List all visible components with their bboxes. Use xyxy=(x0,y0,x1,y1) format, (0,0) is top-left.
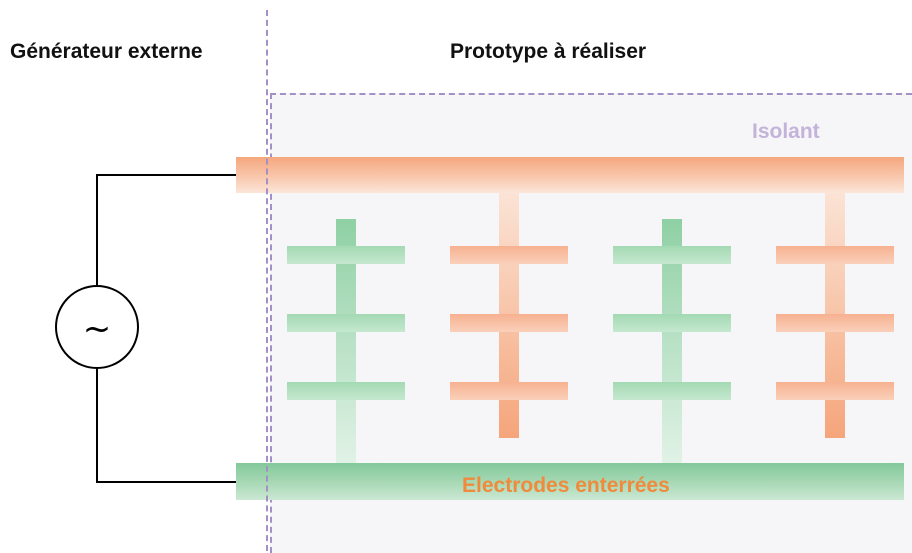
generator-circuit: ~ xyxy=(55,174,236,483)
green-electrode-stem-1 xyxy=(336,219,356,463)
green-finger xyxy=(287,382,405,400)
bottom-electrode-bus xyxy=(236,463,904,500)
orange-finger xyxy=(776,246,894,264)
buried-electrodes-label: Electrodes enterrées xyxy=(462,474,670,497)
orange-finger xyxy=(450,314,568,332)
green-finger xyxy=(613,246,731,264)
green-finger xyxy=(613,382,731,400)
external-generator-title: Générateur externe xyxy=(10,40,203,63)
orange-finger xyxy=(450,382,568,400)
bottom-wire xyxy=(96,368,236,483)
top-wire xyxy=(96,174,236,285)
orange-finger xyxy=(776,382,894,400)
ac-source-icon xyxy=(55,285,139,369)
green-finger xyxy=(287,246,405,264)
ac-symbol: ~ xyxy=(83,309,112,349)
prototype-title: Prototype à réaliser xyxy=(450,40,647,63)
orange-finger xyxy=(450,246,568,264)
region-divider xyxy=(266,10,268,551)
top-electrode-bus xyxy=(236,157,904,193)
green-finger xyxy=(287,314,405,332)
green-electrode-stem-2 xyxy=(662,219,682,463)
insulator-label: Isolant xyxy=(752,120,820,143)
orange-finger xyxy=(776,314,894,332)
green-finger xyxy=(613,314,731,332)
